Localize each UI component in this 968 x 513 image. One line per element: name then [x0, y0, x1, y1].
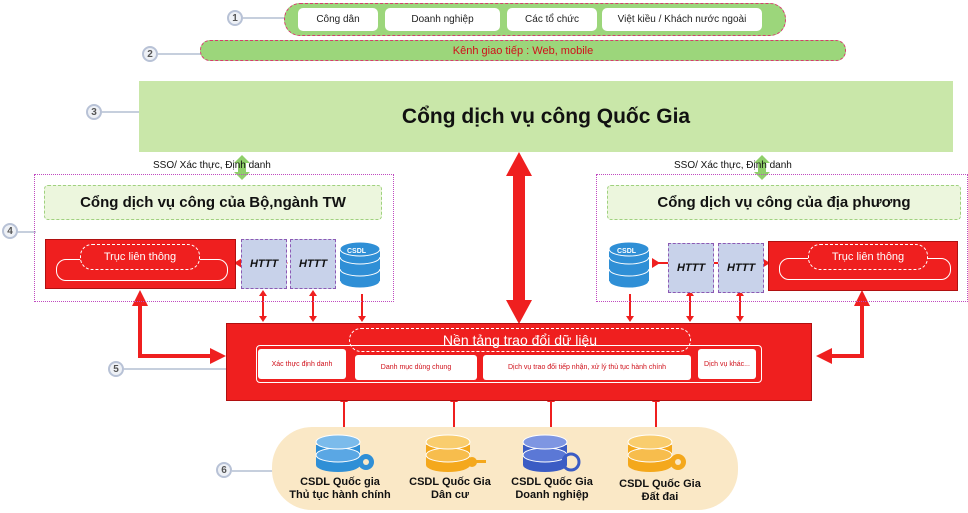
ministry-bus-label: Trục liên thông	[80, 244, 200, 270]
user-business: Doanh nghiệp	[385, 8, 500, 31]
platform-service-identity: Xác thực định danh	[258, 349, 346, 379]
ministry-portal-frame	[34, 174, 394, 302]
db-icon-business	[522, 434, 581, 472]
local-portal-title: Cổng dịch vụ công của địa phương	[607, 185, 961, 220]
ministry-portal-title: Cổng dịch vụ công của Bộ,ngành TW	[44, 185, 382, 220]
step-5-badge: 5	[108, 361, 124, 377]
sso-label-right: SSO/ Xác thực, Định danh	[674, 160, 792, 171]
db-icon-procedures	[315, 434, 374, 472]
user-citizen: Công dân	[298, 8, 378, 31]
platform-service-catalog: Danh mục dùng chung	[355, 355, 477, 380]
local-db-icon	[608, 241, 650, 289]
ministry-db-label: CSDL	[347, 248, 367, 255]
local-httt-2: HTTT	[718, 243, 764, 293]
user-organizations: Các tổ chức	[507, 8, 597, 31]
channel-bar: Kênh giao tiếp : Web, mobile	[200, 40, 846, 61]
sso-label-left: SSO/ Xác thực, Định danh	[153, 160, 271, 171]
ministry-httt-2: HTTT	[290, 239, 336, 289]
step-6-badge: 6	[216, 462, 232, 478]
step-1-badge: 1	[227, 10, 243, 26]
platform-service-other: Dịch vụ khác...	[698, 349, 756, 379]
ministry-httt-1: HTTT	[241, 239, 287, 289]
local-httt-1: HTTT	[668, 243, 714, 293]
ministry-db-icon	[339, 241, 381, 289]
step-3-badge: 3	[86, 104, 102, 120]
db-icon-population	[425, 434, 486, 472]
step-2-badge: 2	[142, 46, 158, 62]
step-4-badge: 4	[2, 223, 18, 239]
local-db-label: CSDL	[617, 248, 637, 255]
platform-title: Nền tảng trao đổi dữ liệu	[349, 328, 691, 352]
db-icon-land	[627, 434, 686, 472]
platform-service-procedures: Dịch vụ trao đổi tiếp nhận, xử lý thủ tụ…	[483, 355, 691, 380]
user-overseas: Việt kiều / Khách nước ngoài	[602, 8, 762, 31]
local-bus-label: Trục liên thông	[808, 244, 928, 270]
national-portal: Cổng dịch vụ công Quốc Gia	[139, 81, 953, 152]
